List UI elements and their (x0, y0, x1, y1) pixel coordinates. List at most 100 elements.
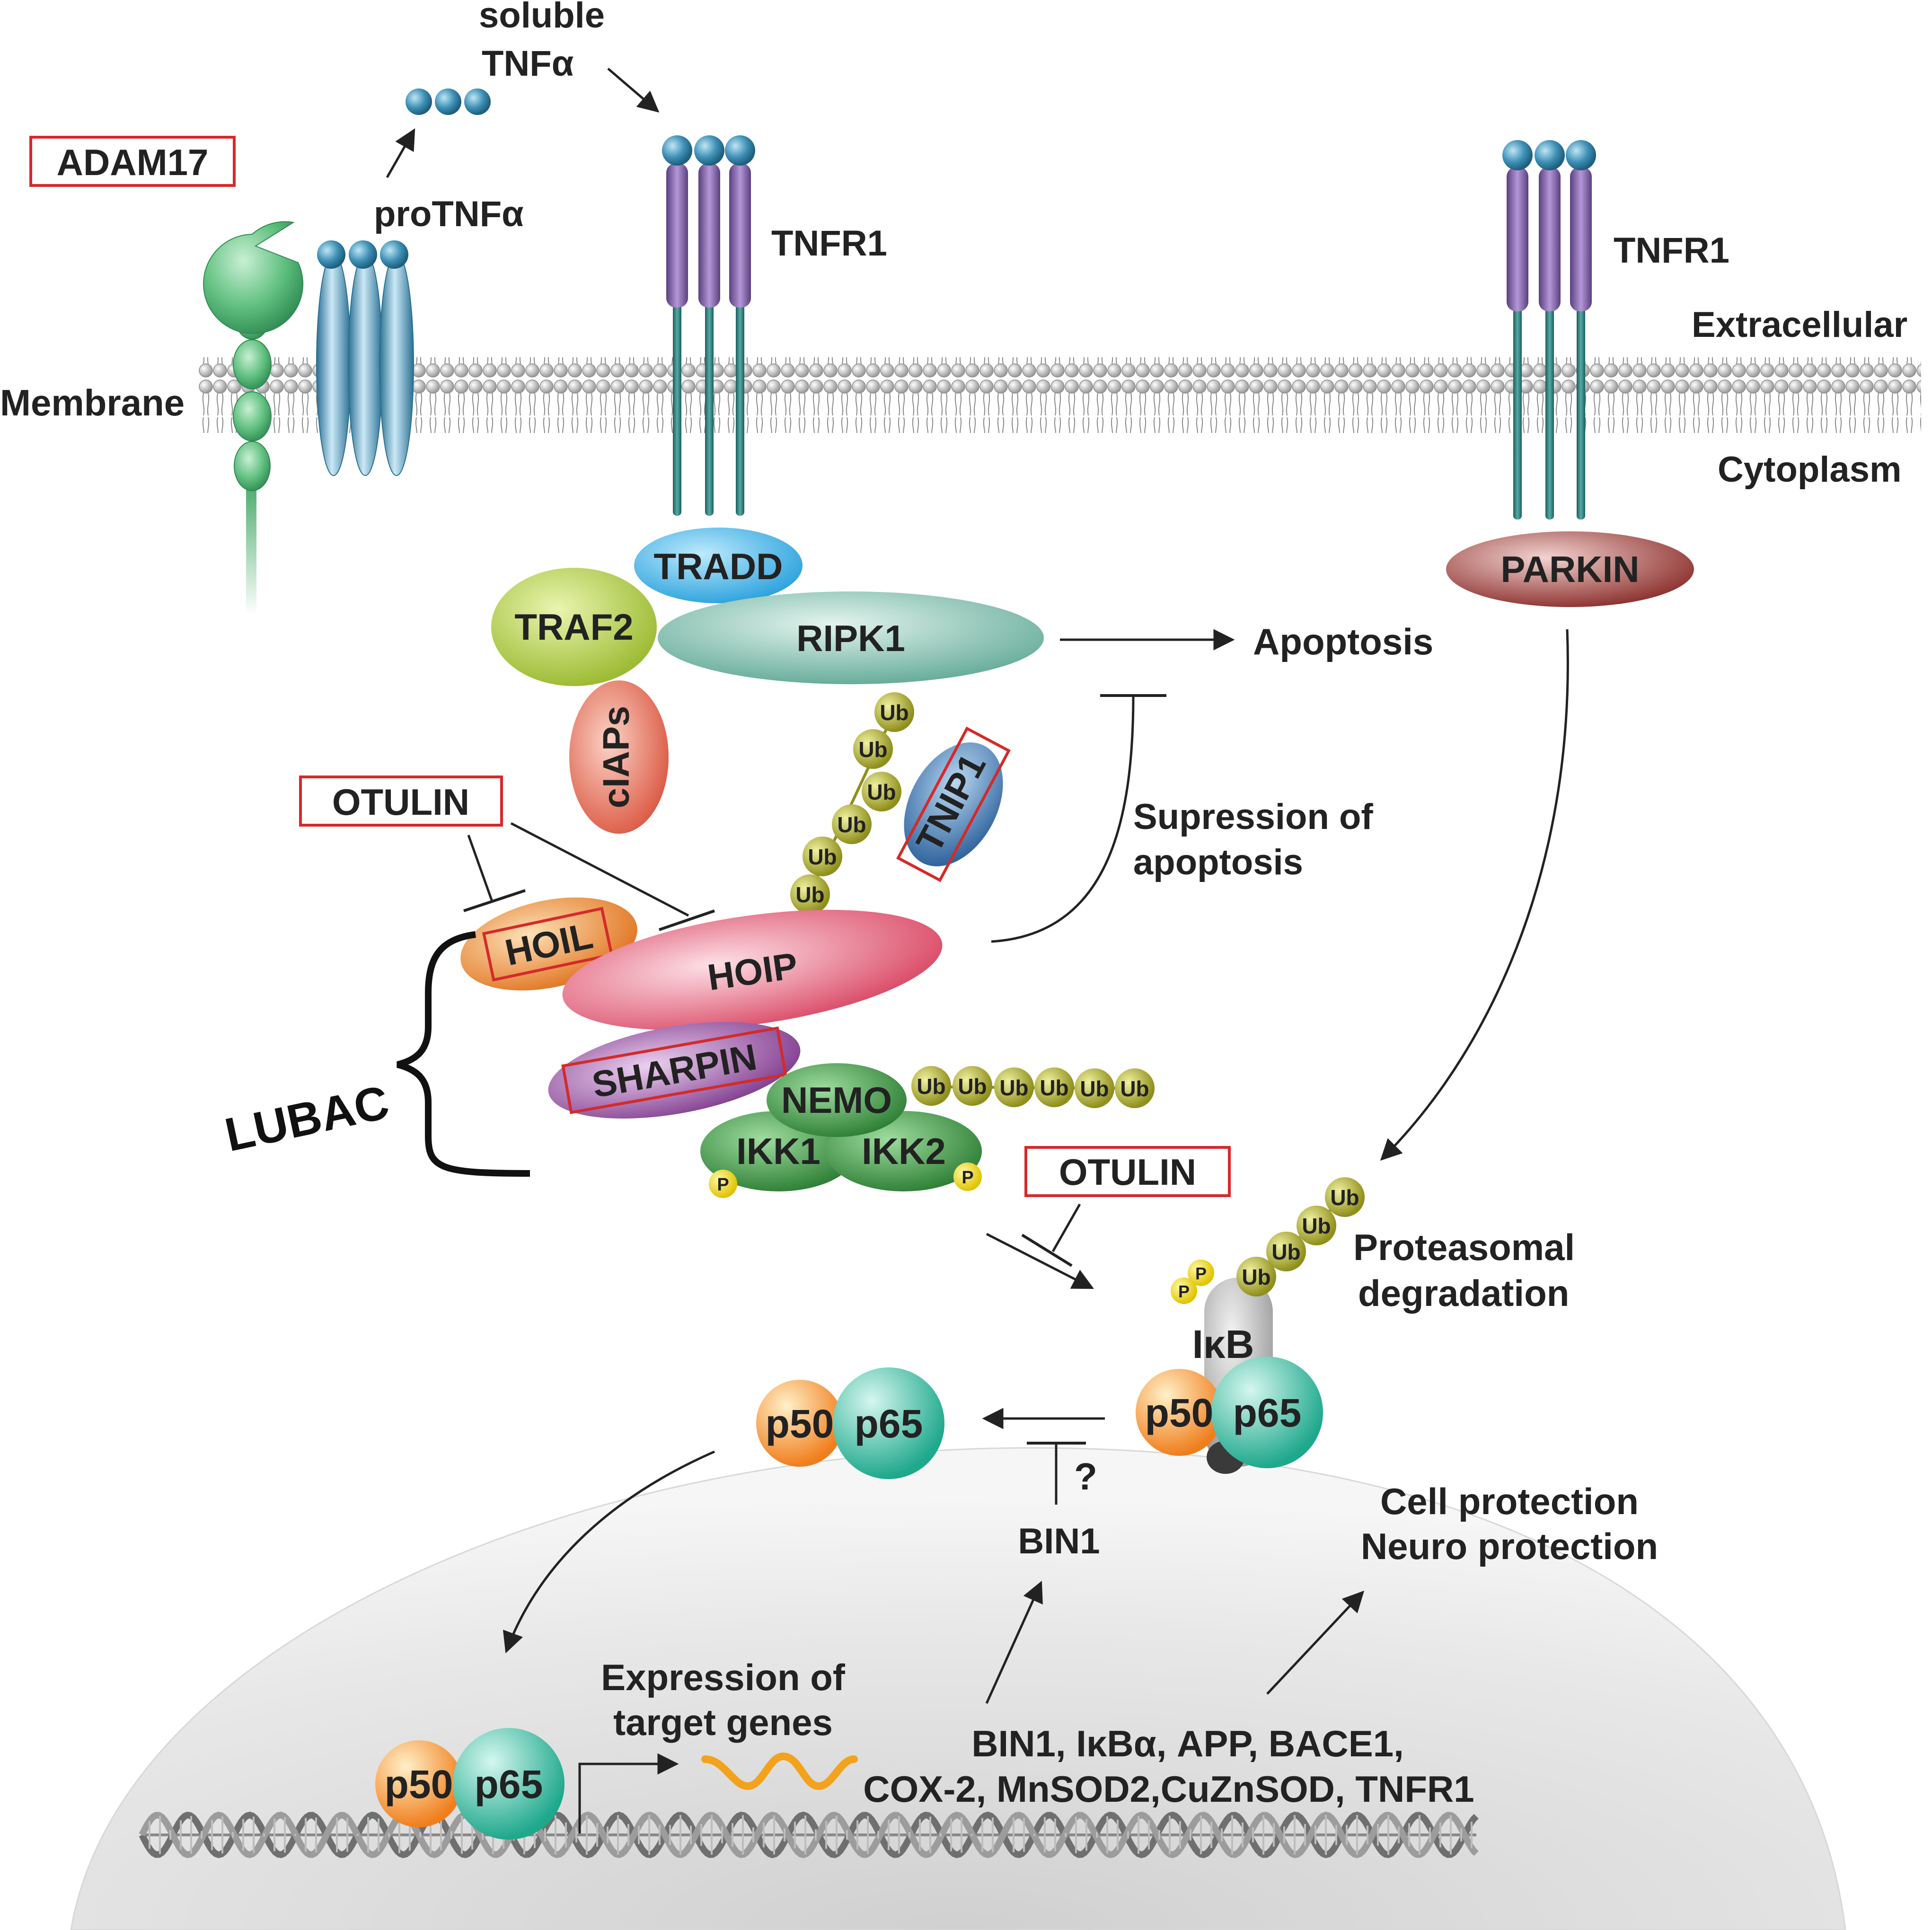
arrow-ikk-to-ikb (986, 1233, 1094, 1289)
arrow-protnf-to-soluble (386, 128, 415, 178)
ub-bead: Ub (874, 692, 914, 732)
arrow-transcription (578, 1753, 679, 1833)
parkin-label: PARKIN (1500, 548, 1639, 590)
parkin-protein: PARKIN (1446, 531, 1694, 607)
p65-nuclear (453, 1728, 565, 1840)
suppression-label-2: apoptosis (1133, 842, 1303, 882)
p50-p65-ikb-dimer: p50 p65 (1136, 1357, 1323, 1468)
svg-text:p65: p65 (855, 1401, 923, 1446)
ub-bead: Ub (1115, 1068, 1155, 1108)
svg-text:p50: p50 (1145, 1391, 1214, 1435)
ripk1-label: RIPK1 (796, 617, 905, 659)
extracellular-label: Extracellular (1692, 305, 1907, 345)
dna-strand (139, 1811, 1479, 1859)
suppression-label-1: Supression of (1133, 797, 1373, 837)
tnfr1-left-label: TNFR1 (771, 223, 887, 264)
inhibition-otulin-to-hoip (510, 822, 689, 917)
p65-ikb (1211, 1357, 1323, 1468)
traf2-protein: TRAF2 (491, 568, 657, 686)
svg-text:Ub: Ub (867, 780, 896, 804)
svg-text:p65: p65 (1233, 1391, 1302, 1435)
ub-bead: Ub (1297, 1206, 1336, 1245)
phospho-ikk1: P (709, 1170, 737, 1198)
otulin-bottom-label: OTULIN (1059, 1151, 1196, 1193)
svg-text:Ub: Ub (958, 1074, 987, 1099)
traf2-label: TRAF2 (514, 606, 633, 648)
adam17-label: ADAM17 (57, 141, 209, 183)
svg-text:Ub: Ub (858, 737, 887, 762)
arrow-dimer-to-nucleus (503, 1450, 715, 1654)
tnfr1-receptor-left (662, 135, 755, 516)
svg-text:Ub: Ub (880, 700, 909, 725)
p65-cytoplasmic (833, 1367, 944, 1479)
svg-text:Ub: Ub (999, 1075, 1028, 1100)
phospho-ikb-2: P (1188, 1260, 1214, 1286)
protnf-label: proTNFα (374, 194, 524, 234)
ciaps-label: cIAPs (595, 706, 637, 809)
expression-label-2: target genes (613, 1701, 833, 1743)
p50-cytoplasmic (756, 1380, 843, 1467)
dna-strand (139, 1811, 1479, 1859)
tradd-label: TRADD (654, 546, 783, 587)
otulin-top-box (299, 776, 503, 827)
cytoplasm-label: Cytoplasm (1718, 449, 1902, 490)
cell-protection-label: Cell protection (1380, 1481, 1639, 1522)
svg-text:Ub: Ub (1242, 1265, 1270, 1289)
svg-text:Ub: Ub (917, 1074, 945, 1099)
svg-text:Ub: Ub (1330, 1185, 1359, 1210)
target-genes-line-1: BIN1, IκBα, APP, BACE1, (971, 1723, 1404, 1764)
svg-text:Ub: Ub (1302, 1214, 1331, 1238)
ub-bead: Ub (803, 837, 842, 876)
ub-bead: Ub (790, 874, 830, 914)
arrow-soluble-to-tnfr1 (607, 68, 660, 113)
tnip1-box (896, 726, 1011, 882)
svg-text:p65: p65 (475, 1762, 543, 1807)
soluble-tnf-label: TNFα (482, 44, 573, 84)
ub-bead: Ub (1236, 1257, 1276, 1296)
inhibition-hoip-to-apoptosis (991, 695, 1135, 943)
svg-text:Ub: Ub (808, 845, 837, 869)
neuro-protection-label: Neuro protection (1361, 1525, 1658, 1567)
soluble-label: soluble (479, 0, 605, 35)
ub-bead: Ub (1075, 1068, 1114, 1108)
proteasomal-label-1: Proteasomal (1353, 1226, 1575, 1268)
sharpin-protein: SHARPIN (548, 1022, 801, 1119)
inhibition-bar-hoip (659, 909, 715, 931)
ub-chain-nemo: Ub Ub Ub Ub Ub Ub (911, 1066, 1155, 1108)
svg-text:P: P (1178, 1282, 1190, 1301)
adam17-box (29, 136, 236, 187)
apoptosis-label: Apoptosis (1253, 621, 1433, 662)
lubac-brace (397, 931, 530, 1177)
ikk1-label: IKK1 (736, 1130, 820, 1172)
sharpin-box (561, 1026, 787, 1114)
cell-membrane (199, 357, 1921, 433)
ub-chain-ripk1: Ub Ub Ub Ub Ub Ub (790, 692, 914, 914)
target-genes-line-2: COX-2, MnSOD2,CuZnSOD, TNFR1 (863, 1768, 1474, 1810)
ikb-label: IκB (1192, 1322, 1254, 1366)
p50-nuclear (375, 1740, 462, 1827)
nemo-protein: NEMO (767, 1063, 907, 1137)
proteasomal-label-2: degradation (1358, 1272, 1569, 1314)
ub-bead: Ub (862, 772, 901, 811)
ub-bead: Ub (832, 804, 872, 844)
svg-text:p50: p50 (385, 1762, 453, 1807)
ub-bead: Ub (953, 1066, 992, 1106)
ub-bead: Ub (1266, 1232, 1306, 1271)
nemo-label: NEMO (781, 1079, 892, 1121)
inhibition-bar-arrow (1021, 1234, 1073, 1267)
cIAPs-protein: cIAPs (569, 680, 669, 834)
expression-label-1: Expression of (601, 1657, 846, 1698)
hoil-protein: HOIL (460, 897, 637, 991)
ub-bead: Ub (1034, 1067, 1074, 1107)
inhibition-otulin-to-arrow (1051, 1203, 1081, 1252)
ub-bead: Ub (853, 729, 893, 769)
otulin-top-label: OTULIN (332, 781, 469, 823)
p50-ikb (1136, 1369, 1223, 1456)
adam17-protein (203, 221, 304, 615)
lubac-label: LUBAC (221, 1075, 394, 1162)
p50-p65-nuclear: p50 p65 (375, 1728, 565, 1840)
arrow-targets-to-protection (1266, 1590, 1365, 1695)
svg-text:Ub: Ub (1080, 1076, 1109, 1101)
arrow-targets-to-bin1 (985, 1580, 1043, 1704)
